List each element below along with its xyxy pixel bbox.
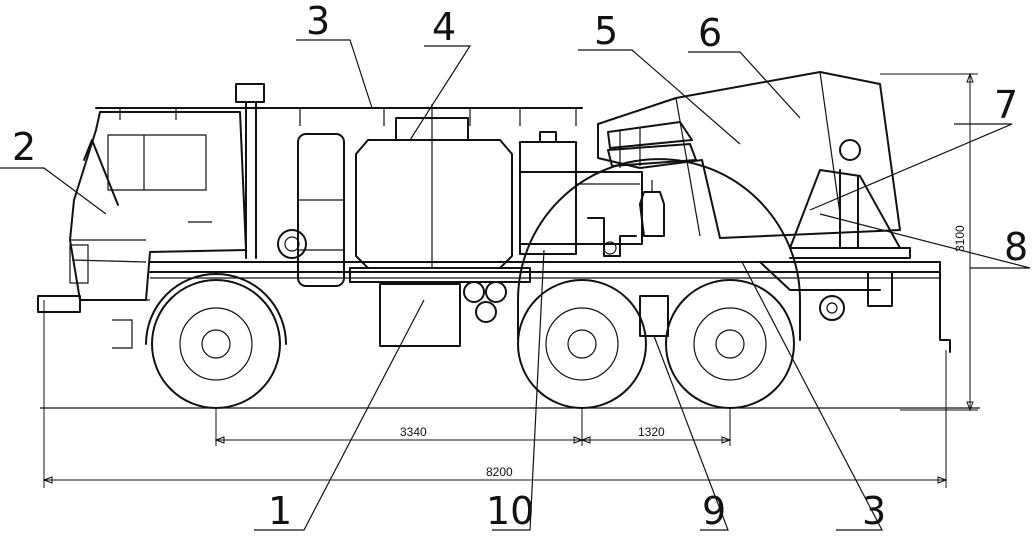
underbody-equipment bbox=[379, 281, 669, 347]
front-wheel bbox=[145, 273, 287, 409]
callout-9: 9 bbox=[702, 489, 726, 533]
dimension-overall-height: 3100 bbox=[953, 225, 967, 252]
turbine-support bbox=[789, 139, 911, 259]
callout-7: 7 bbox=[994, 83, 1018, 127]
callout-4: 4 bbox=[432, 5, 456, 49]
callout-6: 6 bbox=[698, 11, 722, 55]
truck-cab bbox=[37, 111, 247, 349]
callout-1: 1 bbox=[268, 489, 292, 533]
rear-fittings bbox=[759, 261, 893, 321]
callout-3-bottom: 3 bbox=[862, 489, 886, 533]
dimension-wheelbase-rear: 1320 bbox=[638, 425, 665, 439]
equipment-cabinet bbox=[277, 133, 345, 287]
callout-2: 2 bbox=[12, 125, 36, 169]
main-tank bbox=[349, 104, 531, 283]
leader-lines bbox=[0, 39, 1031, 531]
roof-spray-pipe bbox=[95, 107, 583, 126]
pump-unit bbox=[519, 131, 643, 257]
dimension-lines bbox=[42, 72, 978, 488]
jet-turbine-unit bbox=[597, 71, 901, 239]
callout-5: 5 bbox=[594, 9, 618, 53]
exhaust-stack bbox=[235, 83, 265, 259]
callout-8: 8 bbox=[1004, 225, 1028, 269]
rear-fender bbox=[517, 158, 801, 341]
rear-wheel bbox=[665, 279, 795, 409]
dimension-overall-length: 8200 bbox=[486, 465, 513, 479]
callout-10: 10 bbox=[486, 489, 534, 533]
gas-cylinder bbox=[639, 180, 665, 237]
callout-3-top: 3 bbox=[306, 0, 330, 43]
dimension-wheelbase-front: 3340 bbox=[400, 425, 427, 439]
